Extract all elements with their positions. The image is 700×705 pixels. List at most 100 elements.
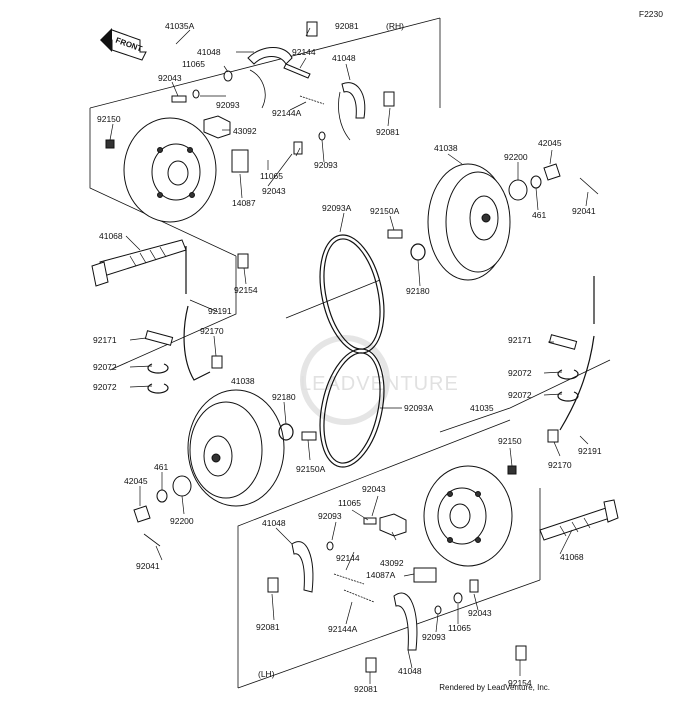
rh-washer-92093-a xyxy=(192,89,200,99)
rh-wheel-cylinder-43092 xyxy=(203,115,231,139)
callout-label: 41048 xyxy=(197,47,221,57)
callout-label: 14087A xyxy=(366,570,396,580)
callout-label: 92191 xyxy=(208,306,232,316)
watermark-text: LEADVENTURE xyxy=(300,373,459,395)
callout-label: 92081 xyxy=(335,21,359,31)
callout-label: 11065 xyxy=(260,171,283,181)
rh-washer-11065-a xyxy=(223,70,233,82)
rh-shoe-clip-upper xyxy=(306,21,318,37)
callout-label: 92170 xyxy=(200,326,224,336)
lh-pin-92043-b xyxy=(469,579,479,593)
leader-lines xyxy=(109,27,589,684)
lh-brake-drum-41038 xyxy=(187,389,285,507)
lh-pin-92043-a xyxy=(363,517,377,525)
callout-label: 92043 xyxy=(468,608,492,618)
rh-bracket-14087 xyxy=(231,149,249,173)
callout-label: 92191 xyxy=(578,446,602,456)
lh-washer-92200 xyxy=(172,475,192,497)
rh-washer-461 xyxy=(530,175,542,189)
callout-label: 92043 xyxy=(262,186,286,196)
rh-oring-92093a xyxy=(319,234,385,354)
callout-label: 92081 xyxy=(376,127,400,137)
callout-label: 41035A xyxy=(165,21,195,31)
lh-washer-92093-b xyxy=(434,605,442,615)
rh-backing-plate xyxy=(123,117,217,223)
lh-spring-92144a xyxy=(343,589,375,603)
callout-label: 41068 xyxy=(99,231,123,241)
lh-shoe-clip-upper xyxy=(267,577,279,593)
lh-washer-11065-b xyxy=(453,592,463,604)
callout-label: 92093A xyxy=(404,403,434,413)
callout-label: 92043 xyxy=(362,484,386,494)
callout-label: 92093 xyxy=(318,511,342,521)
rh-spring-92144a xyxy=(299,95,325,105)
callout-label: 92171 xyxy=(93,335,117,345)
callout-label: 11065 xyxy=(448,623,471,633)
plate-92171-left xyxy=(144,330,174,346)
callout-label: 92180 xyxy=(406,286,430,296)
rh-spring-92144 xyxy=(283,63,311,79)
figure-code: F2230 xyxy=(639,9,663,19)
callout-label: 92144 xyxy=(336,553,360,563)
lh-oring-92093a-inner xyxy=(323,352,381,464)
rh-brake-shoe-lower-lining xyxy=(338,91,351,141)
rh-brake-drum-41038 xyxy=(427,163,511,281)
callout-label: 92170 xyxy=(548,460,572,470)
rh-bleeder-92154 xyxy=(237,253,249,269)
callout-label: 92072 xyxy=(508,390,532,400)
callout-label: 43092 xyxy=(380,558,404,568)
callout-label: 92081 xyxy=(256,622,280,632)
plate-92171-right xyxy=(548,334,578,350)
rh-bolt-92150a xyxy=(387,229,403,239)
callout-label: 92200 xyxy=(504,152,528,162)
callout-label: 92150A xyxy=(296,464,326,474)
lh-axle-41068 xyxy=(539,499,619,541)
rh-assembly-frame xyxy=(89,17,441,371)
callout-label: 92200 xyxy=(170,516,194,526)
lh-washer-461 xyxy=(156,489,168,503)
clip-92072-right-a xyxy=(557,369,579,380)
lh-spring-92144 xyxy=(333,573,365,585)
rh-bolt-92150 xyxy=(105,139,115,149)
lh-bolt-92150a xyxy=(301,431,317,441)
callout-label: 92154 xyxy=(234,285,258,295)
callout-label: 92072 xyxy=(93,362,117,372)
callout-labels: 41035A 92081 41048 92144 11065 41048 920… xyxy=(93,21,602,694)
callout-label: 92093 xyxy=(314,160,338,170)
lh-side-label: (LH) xyxy=(258,669,275,679)
callout-label: 92081 xyxy=(354,684,378,694)
callout-label: 92150 xyxy=(97,114,121,124)
callout-label: 14087 xyxy=(232,198,256,208)
lh-bleeder-92154 xyxy=(515,645,527,661)
rh-cotter-pin-92041 xyxy=(579,177,599,195)
lh-oring-92093a xyxy=(319,348,385,468)
clip-92072-right-b xyxy=(557,391,579,402)
callout-label: 41048 xyxy=(332,53,356,63)
lh-wheel-cylinder-43092 xyxy=(379,513,407,537)
lh-bracket-14087a xyxy=(413,567,437,583)
callout-label: 92144A xyxy=(328,624,358,634)
callout-label: 92072 xyxy=(93,382,117,392)
rh-shoe-clip-lower xyxy=(383,91,395,107)
callout-label: 92144 xyxy=(292,47,316,57)
callout-label: 92150A xyxy=(370,206,400,216)
rh-pin-92043-a xyxy=(171,95,187,103)
callout-label: 41048 xyxy=(398,666,422,676)
lh-backing-plate xyxy=(423,465,513,567)
callout-label: 92180 xyxy=(272,392,296,402)
callout-label: 42045 xyxy=(124,476,148,486)
callout-label: 92150 xyxy=(498,436,522,446)
hose-92191-right xyxy=(559,276,595,431)
rh-brake-shoe-lower xyxy=(341,82,366,119)
callout-label: 461 xyxy=(154,462,168,472)
clip-92072-left-a xyxy=(147,363,169,374)
callout-label: 92093A xyxy=(322,203,352,213)
rh-axle-41068 xyxy=(91,239,187,287)
lh-cotter-pin-92041 xyxy=(143,533,161,547)
rh-oring-92180 xyxy=(410,243,426,261)
credit-text: Rendered by LeadVenture, Inc. xyxy=(439,683,550,692)
lh-shoe-clip-lower xyxy=(365,657,377,673)
clamp-92170-right xyxy=(547,429,559,443)
